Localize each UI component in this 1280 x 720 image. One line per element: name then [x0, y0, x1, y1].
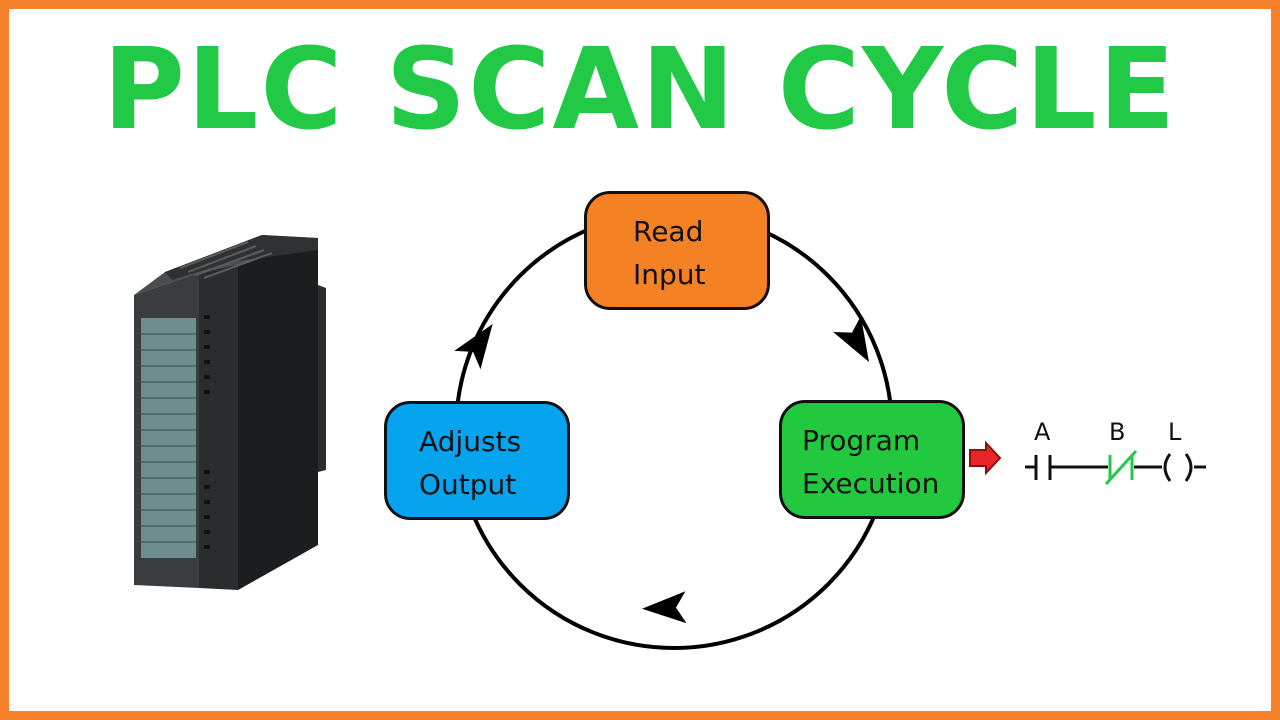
step-read-input-line2: Input [633, 258, 706, 291]
step-adjusts-output: Adjusts Output [384, 401, 570, 520]
ladder-label-a: A [1034, 418, 1051, 446]
plc-module-image [134, 235, 326, 590]
page-title: PLC SCAN CYCLE [102, 25, 1178, 155]
step-adjusts-output-line2: Output [419, 468, 517, 501]
step-program-execution-line2: Execution [802, 467, 940, 500]
cycle-arrow-upper-left [454, 323, 493, 370]
step-program-execution-line1: Program [802, 424, 921, 457]
ladder-label-b: B [1109, 418, 1126, 446]
ladder-rung [1025, 453, 1206, 482]
step-program-execution: Program Execution [779, 400, 965, 519]
step-read-input-line1: Read [633, 215, 704, 248]
step-read-input: Read Input [584, 191, 770, 310]
cycle-arrow-bottom [642, 591, 687, 624]
contact-b-icon [1104, 449, 1138, 486]
ladder-label-l: L [1168, 418, 1182, 446]
cycle-arrow-upper-right [833, 315, 869, 363]
step-adjusts-output-line1: Adjusts [419, 425, 522, 458]
pointer-arrow-icon [969, 440, 1002, 476]
